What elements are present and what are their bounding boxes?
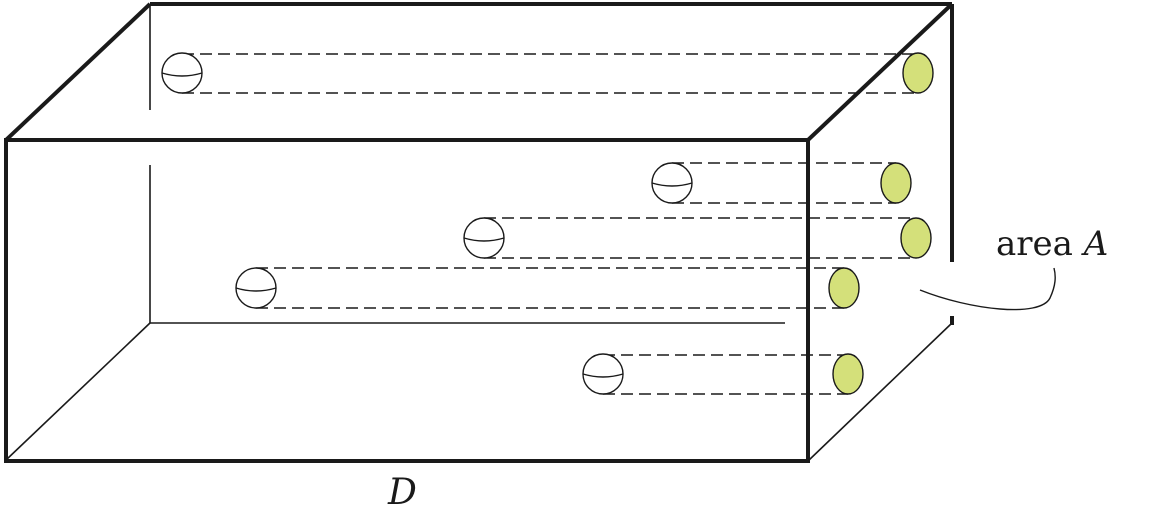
impact-area-5	[832, 353, 864, 395]
molecule-5	[582, 353, 624, 395]
right-bottom-edges	[807, 322, 953, 462]
impact-area-2	[880, 162, 912, 204]
front-face	[4, 138, 810, 463]
molecule-2	[651, 162, 693, 204]
dimension-label: D	[388, 472, 417, 513]
floor-left-diagonal	[5, 322, 151, 461]
area-pointer-curve	[919, 267, 1056, 311]
area-label: area A	[996, 224, 1108, 264]
area-symbol: A	[1083, 224, 1109, 264]
front-edges	[4, 2, 954, 463]
top-left-diagonal	[4, 2, 152, 142]
molecule-1	[161, 52, 203, 94]
impact-area-3	[900, 217, 932, 259]
bottom-right-diagonal	[807, 322, 953, 462]
impact-area-4	[828, 267, 860, 309]
impact-areas	[828, 52, 934, 395]
back-edges	[5, 4, 785, 461]
top-right-diagonal	[806, 2, 954, 142]
molecule-3	[463, 217, 505, 259]
impact-area-1	[902, 52, 934, 94]
molecules	[161, 52, 693, 395]
molecule-4	[235, 267, 277, 309]
area-word: area	[996, 224, 1073, 264]
molecule-trajectories	[182, 53, 918, 395]
